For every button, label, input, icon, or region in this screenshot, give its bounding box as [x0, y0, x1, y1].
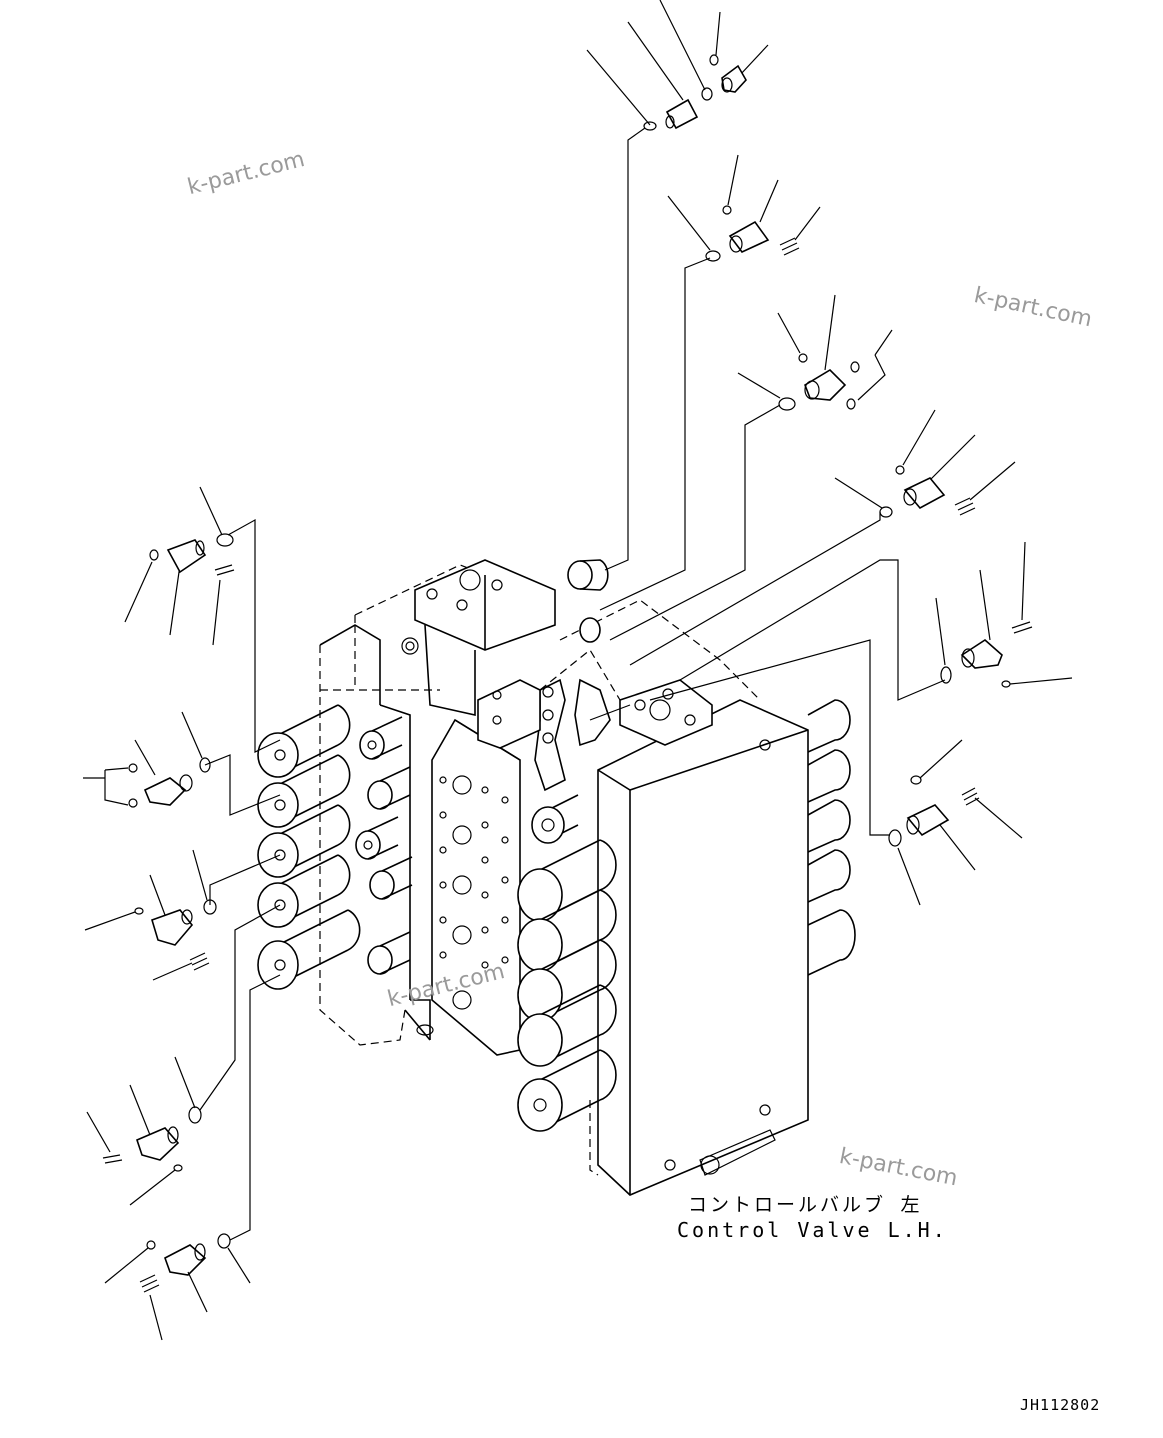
fitting-group-left-e	[104, 1233, 251, 1341]
fitting-group-6	[888, 739, 1023, 906]
fitting-group-3	[737, 294, 893, 411]
top-port-fittings	[567, 559, 609, 643]
caption-english: Control Valve L.H.	[677, 1218, 948, 1242]
fitting-group-2	[667, 154, 821, 262]
center-port-plate	[431, 718, 521, 1056]
right-valve-block	[589, 699, 809, 1196]
fitting-group-left-b	[83, 711, 211, 808]
fitting-group-left-a	[124, 486, 235, 646]
caption-japanese: コントロールバルブ 左	[688, 1194, 923, 1216]
center-solenoid-stack	[517, 794, 617, 1132]
fitting-group-left-d	[86, 1056, 202, 1206]
fitting-group-5	[935, 541, 1073, 688]
fitting-group-4	[834, 409, 1016, 518]
left-solenoid-stack	[257, 704, 434, 1040]
right-solenoid-stack	[807, 699, 856, 976]
left-valve-block	[319, 624, 440, 1046]
drawing-number: JH112802	[1020, 1396, 1101, 1414]
fitting-group-top	[586, 0, 769, 131]
middle-linkage	[477, 678, 631, 792]
pipe-routes	[199, 127, 946, 1241]
fitting-group-left-c	[84, 849, 217, 981]
control-valve-body	[257, 559, 856, 1196]
top-pilot-block	[354, 559, 556, 716]
